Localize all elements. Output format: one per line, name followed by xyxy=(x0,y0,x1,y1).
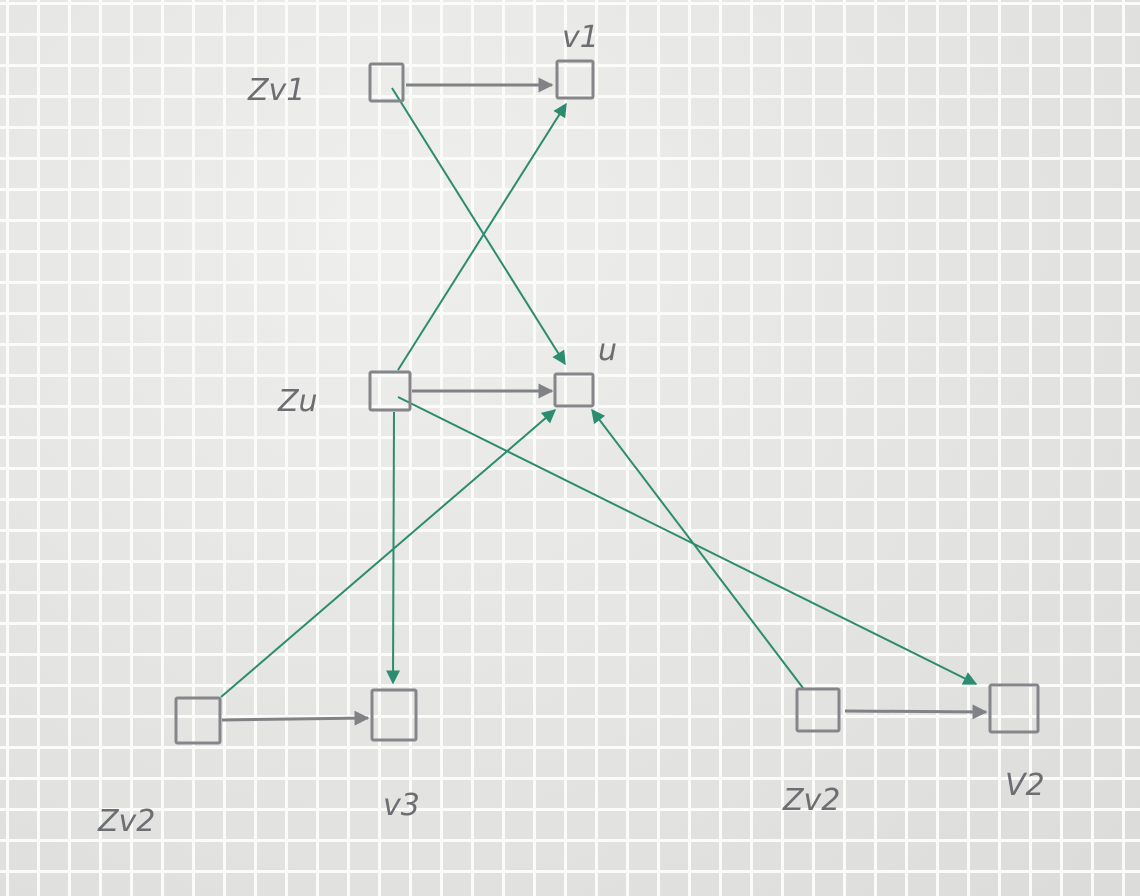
edge-zu-to-v2 xyxy=(397,396,978,685)
edge-zv2-to-v2 xyxy=(844,704,988,720)
node-label-zv2: Zv2 xyxy=(782,783,840,818)
node-box-zv1 xyxy=(368,62,405,103)
edge-zv3-to-v3 xyxy=(221,710,370,726)
node-label-zv3: Zv2 xyxy=(97,804,155,839)
edge-zv1-to-u xyxy=(391,87,566,366)
node-box-u xyxy=(553,372,595,408)
nodes xyxy=(174,59,1040,745)
edge-zu-to-v1 xyxy=(397,102,567,371)
edges xyxy=(220,77,988,726)
node-box-zu xyxy=(368,370,412,412)
node-box-v3 xyxy=(370,688,418,742)
node-label-u: u xyxy=(598,333,617,368)
node-label-zv1: Zv1 xyxy=(247,73,305,108)
node-box-zv2 xyxy=(795,687,841,733)
edge-zv3-to-u xyxy=(220,409,557,698)
node-box-zv3 xyxy=(174,696,222,745)
edge-zv2-to-u xyxy=(591,408,804,689)
node-box-v1 xyxy=(555,59,595,100)
node-label-v2: V2 xyxy=(1005,768,1045,803)
node-label-v3: v3 xyxy=(383,788,420,823)
node-box-v2 xyxy=(988,683,1040,734)
node-label-v1: v1 xyxy=(562,20,599,55)
node-label-zu: Zu xyxy=(277,384,318,419)
